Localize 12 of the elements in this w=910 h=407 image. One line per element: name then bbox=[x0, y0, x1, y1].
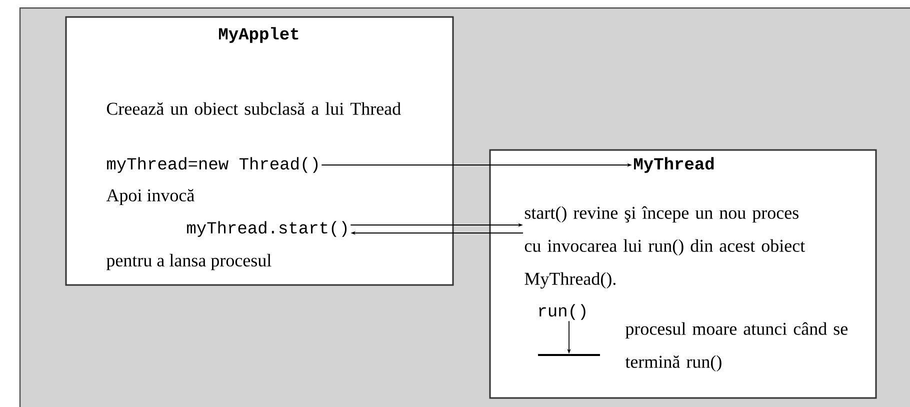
description-text: start() revine şi începe un nou proces cu invocarea lui run() din acest obiect MyThread(). bbox=[524, 206, 805, 289]
description-text: Apoi invocă bbox=[106, 188, 194, 206]
code-text: run() bbox=[539, 304, 586, 320]
code-text: myThread=new Thread() bbox=[107, 157, 318, 173]
box-title: MyApplet bbox=[219, 27, 298, 43]
box-title: MyThread bbox=[634, 157, 714, 173]
description-text: procesul moare atunci când se termină run() bbox=[625, 322, 848, 372]
code-text: myThread.start() bbox=[187, 221, 347, 237]
description-text: pentru a lansa procesul bbox=[106, 254, 272, 270]
class-box bbox=[489, 149, 877, 399]
description-text: Creează un obiect subclasă a lui Thread bbox=[106, 102, 401, 115]
class-box bbox=[65, 16, 454, 286]
